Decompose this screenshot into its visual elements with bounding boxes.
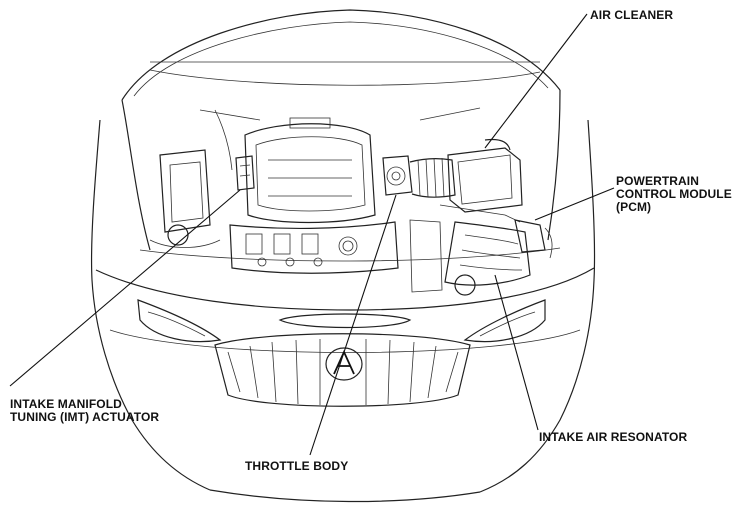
label-air-cleaner: AIR CLEANER	[590, 8, 674, 22]
leader-air-cleaner	[484, 13, 588, 149]
throttle-body-part	[382, 155, 413, 196]
grille	[214, 313, 471, 407]
label-intake-air-resonator: INTAKE AIR RESONATOR	[539, 430, 688, 444]
label-throttle-body: THROTTLE BODY	[245, 459, 349, 473]
intake-duct	[409, 157, 456, 198]
label-pcm: POWERTRAIN CONTROL MODULE (PCM)	[616, 174, 732, 214]
leader-lines	[9, 13, 615, 456]
left-components	[149, 109, 255, 248]
intake-runners	[229, 221, 399, 274]
hood	[121, 9, 561, 251]
car-body	[90, 119, 596, 503]
leader-throttle-body	[309, 194, 397, 456]
pcm-resonator-area	[409, 219, 553, 296]
leader-pcm	[534, 187, 615, 221]
leader-intake-air-resonator	[494, 274, 539, 431]
engine-cover	[244, 117, 376, 224]
leader-imt-actuator	[9, 189, 241, 387]
label-imt-actuator: INTAKE MANIFOLD TUNING (IMT) ACTUATOR	[10, 397, 160, 424]
headlights	[137, 299, 546, 343]
air-cleaner-box	[439, 138, 523, 223]
